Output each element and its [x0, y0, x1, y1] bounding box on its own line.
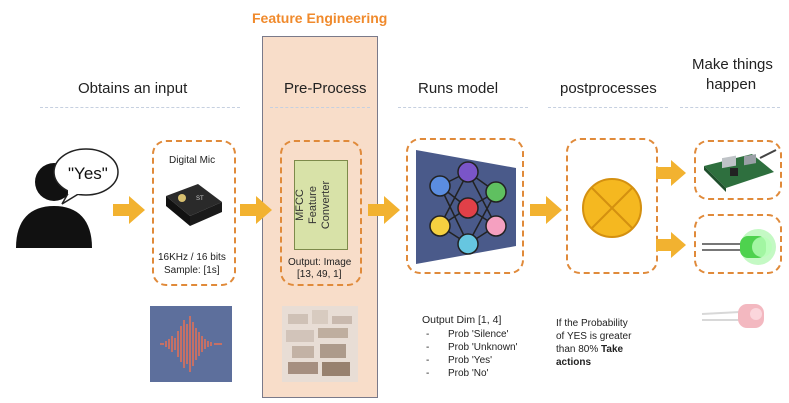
mfcc-converter	[294, 160, 348, 250]
prob-item: Prob 'Silence'	[426, 328, 517, 341]
stage-title-postprocess: postprocesses	[560, 80, 657, 97]
board-box	[694, 140, 782, 200]
mic-title: Digital Mic	[169, 155, 216, 166]
led-box	[694, 214, 782, 274]
stage-title-preprocess: Pre-Process	[284, 80, 367, 97]
mic-spec: 16KHz / 16 bits	[158, 252, 226, 263]
stage-title-action-2: happen	[706, 76, 757, 93]
prob-item: Prob 'No'	[426, 367, 517, 380]
arrow-input-to-mic	[113, 196, 145, 224]
mfcc-output-line1: Output: Image	[288, 257, 352, 268]
green-led-icon	[702, 229, 776, 265]
prob-item: Prob 'Unknown'	[426, 341, 517, 354]
prob-item: Prob 'Yes'	[426, 354, 517, 367]
svg-text:ST: ST	[196, 196, 204, 202]
stage-title-model: Runs model	[418, 80, 499, 97]
mic-sample: Sample: [1s]	[164, 265, 220, 276]
stage-title-input: Obtains an input	[78, 80, 188, 97]
post-text-line1: If the Probability	[556, 318, 628, 329]
stage-underline-input	[40, 107, 240, 108]
stage-underline-model	[398, 107, 528, 108]
waveform-image	[150, 306, 232, 382]
postprocess-box	[566, 138, 658, 274]
mfcc-label-line2: Feature	[307, 186, 319, 224]
red-led-icon	[701, 304, 764, 328]
model-prob-list: Prob 'Silence' Prob 'Unknown' Prob 'Yes'…	[426, 328, 517, 380]
arrow-post-to-board	[656, 160, 686, 186]
post-text-line4: actions	[556, 357, 592, 368]
post-text-line3-bold: Take	[601, 344, 624, 355]
mic-chip-icon: ST	[166, 184, 222, 226]
stage-underline-postprocess	[548, 107, 668, 108]
mfcc-box	[280, 140, 362, 286]
mfcc-output-line2: [13, 49, 1]	[297, 269, 342, 280]
model-output-dim: Output Dim [1, 4]	[422, 314, 502, 326]
postprocess-circle-icon	[582, 178, 642, 238]
model-box	[406, 138, 524, 274]
mfcc-label: MFCC Feature Converter	[294, 160, 348, 250]
raspberry-pi-board-icon	[704, 149, 777, 192]
mfcc-label-line1: MFCC	[294, 189, 306, 221]
mfcc-label-line3: Converter	[320, 180, 332, 230]
mic-box	[152, 140, 236, 286]
arrow-model-to-post	[530, 196, 562, 224]
speech-bubble-shape	[53, 148, 119, 205]
post-text-line2: of YES is greater	[556, 331, 632, 342]
arrow-mic-to-mfcc	[240, 196, 272, 224]
spectrogram-image	[282, 306, 358, 382]
post-text-line3: than 80% Take	[556, 344, 623, 355]
feature-engineering-label: Feature Engineering	[252, 10, 388, 26]
arrow-mfcc-to-model	[368, 196, 400, 224]
arrow-post-to-led	[656, 232, 686, 258]
post-text-line3-plain: than 80%	[556, 344, 602, 355]
speech-bubble-text: "Yes"	[68, 164, 108, 183]
neural-network-icon	[416, 150, 516, 264]
stage-title-action-1: Make things	[692, 56, 773, 73]
stage-underline-preprocess	[270, 107, 370, 108]
stage-underline-action	[680, 107, 780, 108]
